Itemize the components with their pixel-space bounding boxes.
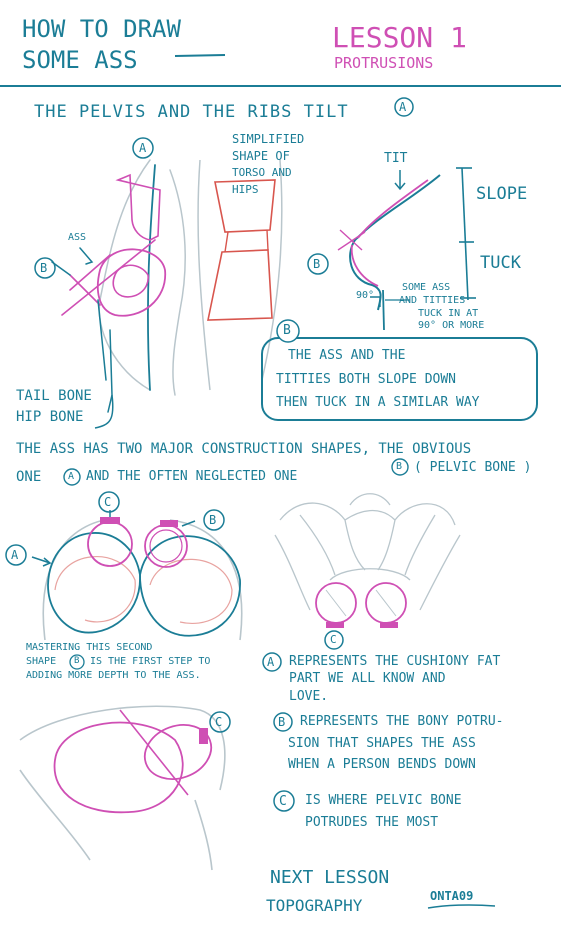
next-lesson-topic: TOPOGRAPHY [266,896,363,915]
section2-inline-b: B [396,461,403,472]
legend-a-marker: A [267,655,275,669]
next-lesson-label: NEXT LESSON [270,867,390,888]
section-heading: THE PELVIS AND THE RIBS TILT [34,102,349,122]
section2-line-2-mid: AND THE OFTEN NEGLECTED ONE [86,469,298,484]
legend-b-line-1: REPRESENTS THE BONY POTRU- [300,714,504,729]
note-line-1: SOME ASS [402,282,451,293]
box-marker: B [283,323,291,338]
artist-signature: ONTA09 [430,889,474,903]
pelvis-accents [315,582,407,628]
label-b-right: B [313,257,321,271]
label-ass: ASS [68,232,87,243]
heading-marker-circle [394,97,414,117]
master-line-2-cont: IS THE FIRST STEP TO [90,656,211,667]
summary-box [261,337,538,421]
inline-a-circle [63,468,81,486]
inline-b-circle [391,458,409,476]
legend-c-circle [273,790,295,812]
label-a: A [139,141,147,155]
box-marker-circle [276,319,300,343]
ass-side-view [19,705,226,871]
legend-a-circle [262,652,282,672]
label-b-right-circle [307,253,329,275]
lesson-number: LESSON 1 [332,21,467,54]
label-c-pelvis-circle [324,630,344,650]
label-b: B [40,261,48,275]
label-b-top-circle [203,509,225,531]
legend-a-line-1: REPRESENTS THE CUSHIONY FAT [289,654,501,669]
master-line-1: MASTERING THIS SECOND [26,642,153,653]
label-slope: SLOPE [476,184,528,204]
master-line-3: ADDING MORE DEPTH TO THE ASS. [26,670,201,681]
master-inline-b: B [74,656,80,666]
label-a-circle [132,137,154,159]
title-line-1: HOW TO DRAW [22,15,181,43]
lesson-subtitle: PROTRUSIONS [334,54,434,72]
slope-tuck-profile [337,167,476,331]
legend-b-circle [273,712,293,732]
angle-label: 90° [356,290,375,301]
hip-bone-label: HIP BONE [16,409,84,425]
label-b-circle [34,257,56,279]
simplified-line-3: TORSO AND [232,166,292,179]
legend-c-line-2: POTRUDES THE MOST [305,815,439,830]
legend-b-line-2: SION THAT SHAPES THE ASS [288,736,476,751]
legend-c-marker: C [279,794,287,809]
section2-line-1: THE ASS HAS TWO MAJOR CONSTRUCTION SHAPE… [16,441,472,457]
title-line-2: SOME ASS [22,46,138,74]
heading-marker: A [399,100,407,114]
ass-back-view [31,510,243,641]
label-c-side: C [215,715,223,729]
simplified-torso [197,159,283,391]
label-c-pelvis: C [330,633,337,646]
label-c-side-circle [209,711,231,733]
legend-b-line-3: WHEN A PERSON BENDS DOWN [288,757,476,772]
signature-underline [427,904,496,909]
note-line-3: TUCK IN AT [418,308,479,319]
torso-side-sketch [51,159,186,413]
label-c-top: C [104,495,112,509]
section2-inline-a: A [68,471,75,482]
box-line-3: THEN TUCK IN A SIMILAR WAY [276,395,480,410]
legend-c-line-1: IS WHERE PELVIC BONE [305,793,462,808]
label-b-top: B [209,513,217,527]
section2-line-2-pre: ONE [16,469,42,485]
note-line-2: AND TITTIES [399,295,466,306]
tail-bone-label: TAIL BONE [16,388,92,404]
label-tuck: TUCK [480,253,521,273]
label-c-top-circle [98,491,120,513]
section2-line-2-post: ( PELVIC BONE ) [414,460,532,475]
bone-pointer [94,394,114,429]
legend-b-marker: B [278,715,286,729]
simplified-line-4: HIPS [232,183,259,196]
label-a-left: A [11,548,19,562]
legend-a-line-3: LOVE. [289,689,329,704]
box-line-2: TITTIES BOTH SLOPE DOWN [276,372,457,387]
title-underline [174,54,226,57]
box-line-1: THE ASS AND THE [288,348,406,363]
label-tit: TIT [384,151,408,166]
note-line-4: 90° OR MORE [418,320,485,331]
master-line-2: SHAPE [26,656,57,667]
pelvis-sketch [274,493,461,611]
simplified-line-1: SIMPLIFIED [232,132,305,146]
master-b-circle [69,654,85,670]
legend-a-line-2: PART WE ALL KNOW AND [289,671,446,686]
label-a-left-circle [5,544,27,566]
simplified-line-2: SHAPE OF [232,149,290,163]
